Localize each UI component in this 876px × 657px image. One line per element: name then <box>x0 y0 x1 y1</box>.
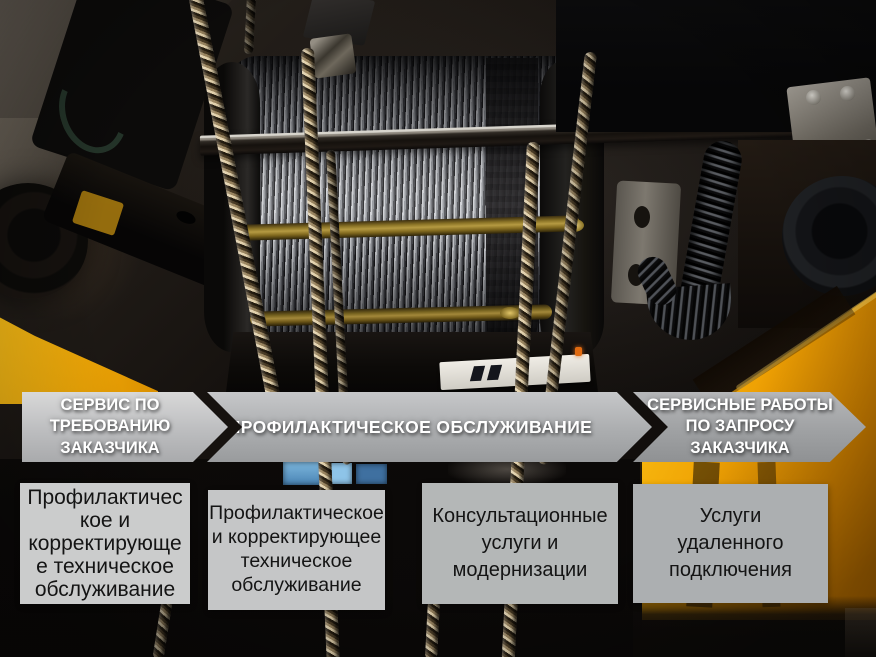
cable-clamp <box>309 33 357 79</box>
service-box-consulting-modernization: Консультационные услуги и модернизации <box>422 483 618 604</box>
fan-opening <box>782 176 876 296</box>
brass-rod-tip <box>500 307 520 319</box>
window-light-2 <box>327 463 352 484</box>
bottom-right-glint <box>845 608 876 657</box>
service-box-remote-connection: Услуги удаленного подключения <box>633 484 828 603</box>
warning-dot <box>575 347 582 356</box>
chevron-step-preventive-maintenance: ПРОФИЛАКТИЧЕСКОЕ ОБСЛУЖИВАНИЕ <box>207 392 652 462</box>
chevron-step-requested-service-works: СЕРВИСНЫЕ РАБОТЫ ПО ЗАПРОСУ ЗАКАЗЧИКА <box>633 392 866 462</box>
service-box-label: Услуги удаленного подключения <box>669 505 792 581</box>
service-box-label: Профилактичес кое и корректирующе е техн… <box>27 485 183 602</box>
chevron-step-on-demand-service: СЕРВИС ПО ТРЕБОВАНИЮ ЗАКАЗЧИКА <box>22 392 228 462</box>
service-box-preventive-corrective-1: Профилактичес кое и корректирующе е техн… <box>20 483 190 604</box>
bottom-right-shadow <box>633 596 876 657</box>
bracket-hole <box>634 206 650 228</box>
service-box-preventive-corrective-2: Профилактическое и корректирующее технич… <box>208 490 385 610</box>
process-chevron-band: СЕРВИС ПО ТРЕБОВАНИЮ ЗАКАЗЧИКА ПРОФИЛАКТ… <box>0 392 876 462</box>
chevron-step-label: СЕРВИСНЫЕ РАБОТЫ ПО ЗАПРОСУ ЗАКАЗЧИКА <box>647 395 833 457</box>
chevron-step-label: СЕРВИС ПО ТРЕБОВАНИЮ ЗАКАЗЧИКА <box>49 395 171 457</box>
chevron-step-label: ПРОФИЛАКТИЧЕСКОЕ ОБСЛУЖИВАНИЕ <box>227 416 593 437</box>
window-light-3 <box>356 464 387 484</box>
bolt <box>806 90 821 105</box>
service-box-label: Консультационные услуги и модернизации <box>432 505 608 581</box>
window-light-1 <box>283 462 323 485</box>
service-box-label: Профилактическое и корректирующее технич… <box>209 502 384 596</box>
bolt <box>840 86 855 101</box>
